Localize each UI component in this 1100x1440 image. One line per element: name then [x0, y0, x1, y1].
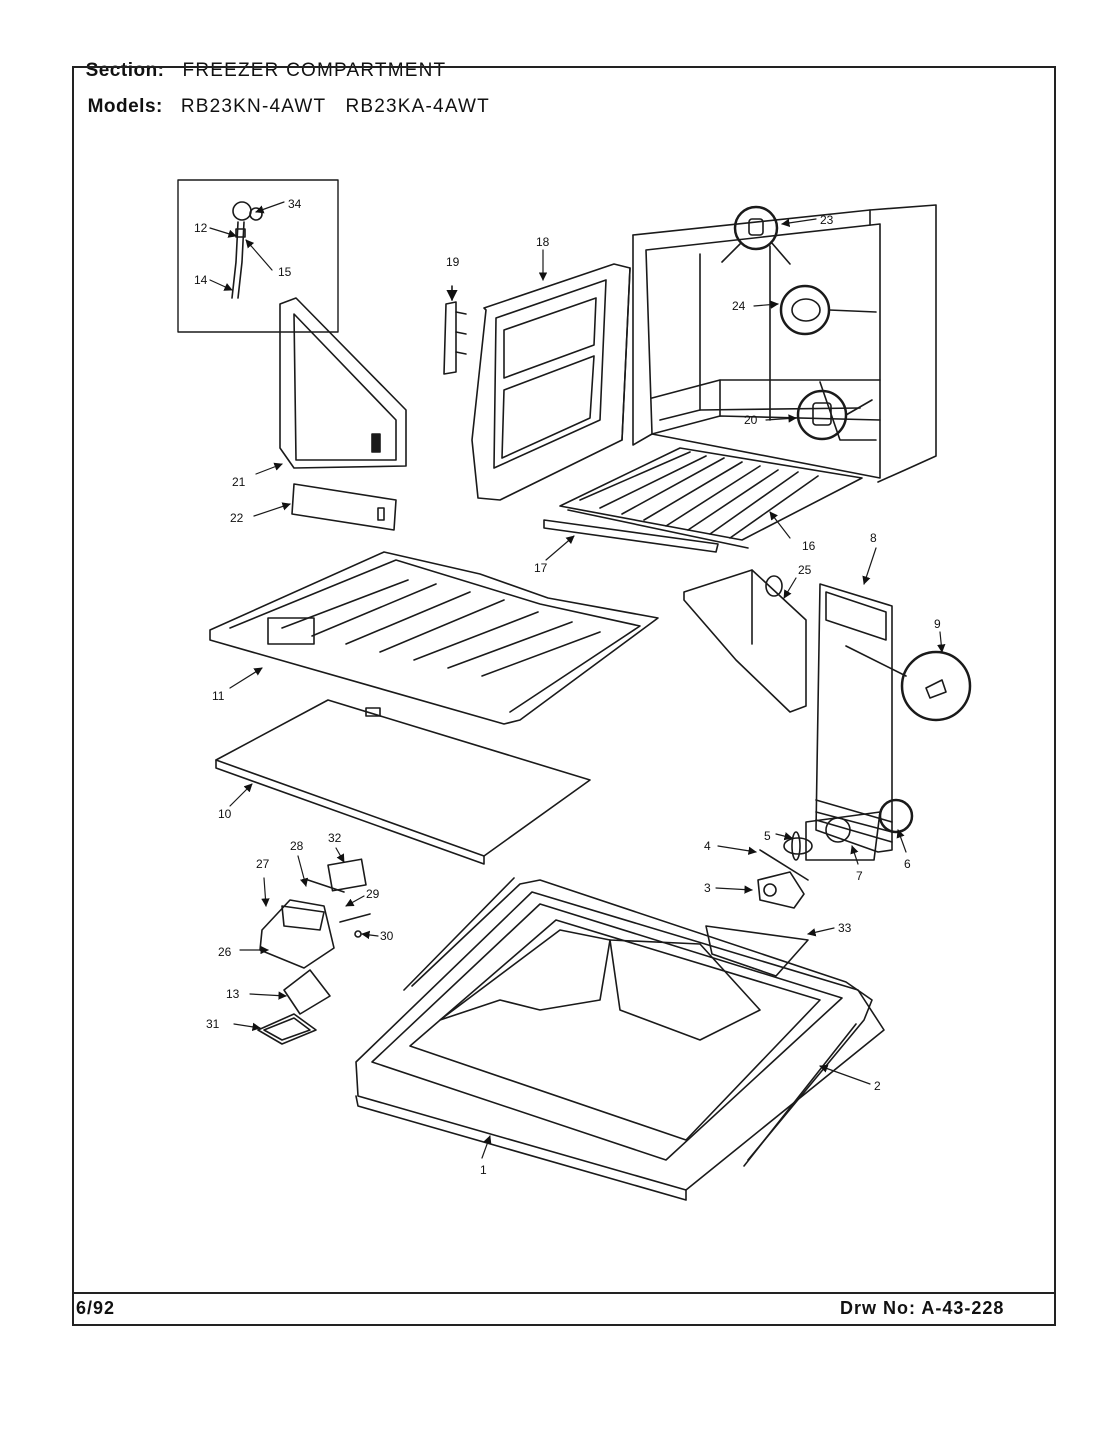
- callout-12: 12: [194, 221, 208, 235]
- callout-9: 9: [934, 617, 941, 631]
- callout-26: 26: [218, 945, 232, 959]
- parts-26-32-ice-bin-group: [257, 858, 371, 1045]
- part-22-cover-plate: [291, 483, 397, 531]
- part-11-freezer-tray: [209, 551, 659, 725]
- part-21-ice-panel: [279, 297, 407, 469]
- footer-drawing-number: Drw No: A-43-228: [840, 1298, 1005, 1318]
- part-19-hinge: [443, 285, 467, 375]
- callout-15: 15: [278, 265, 292, 279]
- part-23-light-socket: [721, 205, 791, 265]
- callout-numbers: 1 2 3 4 5 6 7 8 9 10 11 12 13 14 15 16 1…: [194, 197, 941, 1177]
- callout-18: 18: [536, 235, 550, 249]
- callout-11: 11: [212, 689, 225, 703]
- inset-water-tube-assembly: [177, 179, 339, 333]
- footer-divider: [72, 1292, 1056, 1294]
- callout-16: 16: [802, 539, 816, 553]
- callout-34: 34: [288, 197, 302, 211]
- part-2-gasket: [403, 877, 873, 1167]
- callout-25: 25: [798, 563, 812, 577]
- footer-date: 6/92: [76, 1298, 116, 1318]
- callout-21: 21: [232, 475, 246, 489]
- callout-8: 8: [870, 531, 877, 545]
- part-1-base-pan: [355, 891, 885, 1201]
- callout-24: 24: [732, 299, 746, 313]
- callout-20: 20: [744, 413, 758, 427]
- callout-1: 1: [480, 1163, 487, 1177]
- models-heading: Models: RB23KN-4AWT RB23KA-4AWT: [76, 74, 490, 118]
- callout-32: 32: [328, 831, 342, 845]
- callout-6: 6: [904, 857, 911, 871]
- part-18-door-liner: [471, 263, 631, 501]
- callout-30: 30: [380, 929, 394, 943]
- callout-10: 10: [218, 807, 232, 821]
- part-17-shelf-rail: [543, 519, 719, 553]
- callout-4: 4: [704, 839, 711, 853]
- callout-14: 14: [194, 273, 208, 287]
- callout-27: 27: [256, 857, 270, 871]
- models-value: RB23KN-4AWT RB23KA-4AWT: [180, 96, 490, 117]
- parts-3-7-fan-motor-assembly: [757, 798, 914, 909]
- callout-31: 31: [206, 1017, 220, 1031]
- callout-23: 23: [820, 213, 834, 227]
- callout-33: 33: [838, 921, 852, 935]
- callout-28: 28: [290, 839, 304, 853]
- part-10-floor-plate: [215, 699, 591, 865]
- callout-22: 22: [230, 511, 244, 525]
- callout-3: 3: [704, 881, 711, 895]
- part-8-evaporator-cover: [815, 583, 972, 853]
- models-label: Models:: [87, 96, 163, 117]
- callout-19: 19: [446, 255, 460, 269]
- section-heading: Section: FREEZER COMPARTMENT: [74, 38, 446, 82]
- callout-5: 5: [764, 829, 771, 843]
- callout-13: 13: [226, 987, 240, 1001]
- leader-lines: [209, 201, 946, 1159]
- callout-7: 7: [856, 869, 863, 883]
- callout-29: 29: [366, 887, 380, 901]
- section-label: Section:: [85, 60, 165, 81]
- part-16-wire-shelf: [559, 447, 863, 549]
- freezer-cabinet: [632, 204, 937, 483]
- section-value: FREEZER COMPARTMENT: [182, 60, 447, 81]
- callout-17: 17: [534, 561, 548, 575]
- callout-2: 2: [874, 1079, 881, 1093]
- part-25-air-duct: [683, 569, 807, 713]
- drawing-frame: [72, 66, 1056, 1326]
